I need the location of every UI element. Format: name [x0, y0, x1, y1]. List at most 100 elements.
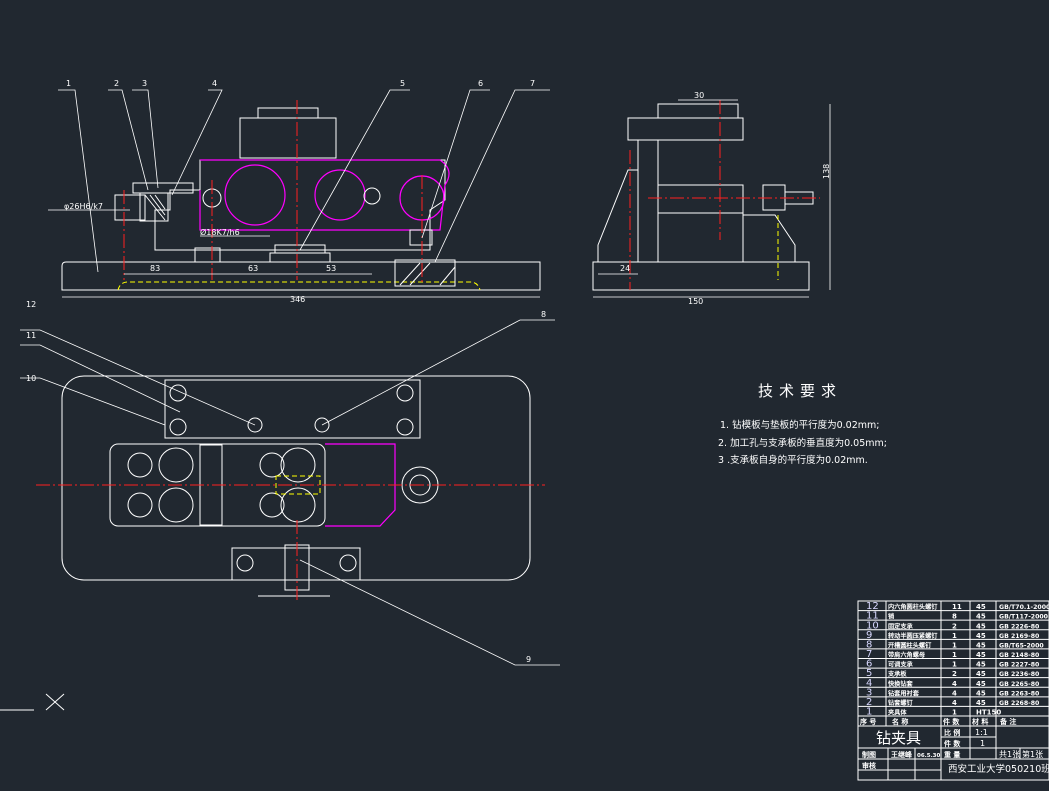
- bom-cell-note: GB 2169-80: [999, 633, 1040, 640]
- bom-cell-no: 7: [866, 649, 872, 660]
- bom-cell-name: 带肩六角螺母: [888, 651, 925, 659]
- bom-cell-material: 45: [976, 670, 986, 678]
- bom-row: 6 可调支承 1 45 GB 2227-80: [866, 659, 1040, 670]
- part-label-2: 2: [114, 79, 119, 88]
- bom-cell-no: 6: [866, 659, 872, 670]
- bom-row: 9 转动半圆压紧螺钉 1 45 GB 2169-80: [866, 630, 1040, 641]
- bom-cell-qty: 1: [952, 709, 957, 717]
- bom-cell-material: 45: [976, 680, 986, 688]
- bom-cell-note: GB 2263-80: [999, 690, 1040, 697]
- front-view: 83 63 53 346 φ26H6/k7 Ø18K7/h6 1 2 3 4 5…: [48, 79, 550, 304]
- dim-53: 53: [326, 264, 336, 273]
- bom-cell-note: GB 2265-80: [999, 681, 1040, 688]
- bom-cell-note: GB/T70.1-2000: [999, 604, 1049, 611]
- bom-cell-qty: 1: [952, 651, 957, 659]
- sheets-total: 共1张: [999, 750, 1020, 759]
- bom-cell-no: 9: [866, 630, 872, 641]
- dim-138: 138: [822, 164, 831, 179]
- tech-req-title: 技术要求: [758, 382, 842, 400]
- tech-req-item-1: 1. 钻模板与垫板的平行度为0.02mm;: [720, 419, 879, 431]
- technical-requirements: 技术要求 1. 钻模板与垫板的平行度为0.02mm; 2. 加工孔与支承板的垂直…: [718, 382, 887, 466]
- bom-cell-note: GB 2268-80: [999, 700, 1040, 707]
- bom-cell-note: GB 2227-80: [999, 662, 1040, 669]
- drawn-by: 王继峰: [891, 750, 913, 759]
- drawn-date: 06.5.30: [917, 753, 940, 759]
- bom-cell-no: 3: [866, 687, 872, 698]
- bom-cell-material: 45: [976, 613, 986, 621]
- dim-63: 63: [248, 264, 258, 273]
- part-label-12: 12: [26, 300, 36, 309]
- bom-cell-name: 支承板: [887, 670, 907, 678]
- bom-cell-no: 4: [866, 678, 872, 689]
- drawn-label: 制图: [862, 750, 876, 759]
- bom-cell-no: 1: [866, 707, 872, 718]
- tech-req-item-2: 2. 加工孔与支承板的垂直度为0.05mm;: [718, 437, 887, 449]
- bom-cell-name: 钻套螺钉: [888, 699, 914, 707]
- bom-row: 3 钻套用衬套 4 45 GB 2263-80: [866, 687, 1040, 698]
- bom-cell-qty: 2: [952, 670, 957, 678]
- part-label-9: 9: [526, 655, 531, 664]
- dim-83: 83: [150, 264, 160, 273]
- part-label-3: 3: [142, 79, 147, 88]
- bom-cell-name: 夹具体: [888, 709, 907, 717]
- bom-cell-name: 可调支承: [888, 661, 914, 669]
- bom-cell-no: 12: [866, 601, 879, 612]
- scale-value: 1:1: [975, 728, 988, 737]
- bom-cell-note: GB/T65-2000: [999, 642, 1044, 649]
- bom-header-qty: 件 数: [943, 717, 960, 726]
- bom-cell-material: 45: [976, 622, 986, 630]
- part-label-6: 6: [478, 79, 483, 88]
- dim-30: 30: [694, 91, 704, 100]
- checked-label: 审核: [862, 761, 876, 770]
- bom-cell-material: 45: [976, 689, 986, 697]
- bom-cell-no: 10: [866, 620, 879, 631]
- bom-cell-material: 45: [976, 641, 986, 649]
- bom-cell-no: 11: [866, 611, 879, 622]
- bom-cell-name: 快换钻套: [888, 680, 914, 688]
- fit-label-18: Ø18K7/h6: [200, 227, 240, 237]
- bom-row: 8 开槽圆柱头螺钉 1 45 GB/T65-2000: [866, 639, 1044, 650]
- bom-cell-material: 45: [976, 661, 986, 669]
- dim-24: 24: [620, 264, 630, 273]
- bom-cell-note: GB 2148-80: [999, 652, 1040, 659]
- part-label-1: 1: [66, 79, 71, 88]
- title-block: 钻夹具 比 例 1:1 件 数 1 重 量 共1张 第1张 制图 王继峰 06.…: [858, 726, 1049, 780]
- part-label-10: 10: [26, 374, 36, 383]
- count-label: 件 数: [944, 739, 961, 748]
- bom-cell-name: 钻套用衬套: [888, 689, 920, 697]
- bom-cell-qty: 4: [952, 689, 957, 697]
- organization: 西安工业大学050210班: [948, 763, 1049, 775]
- fit-label-26: φ26H6/k7: [64, 202, 103, 211]
- bom-header-note: 备 注: [999, 717, 1016, 726]
- part-label-11: 11: [26, 331, 36, 340]
- weight-label: 重 量: [944, 750, 960, 759]
- top-view: 12 11 10 8 9: [20, 300, 560, 666]
- bom-cell-name: 转动半圆压紧螺钉: [888, 632, 938, 640]
- scale-label: 比 例: [944, 728, 960, 737]
- bom-cell-material: 45: [976, 603, 986, 611]
- bom-cell-name: 固定支承: [888, 622, 914, 630]
- bom-cell-no: 2: [866, 697, 872, 708]
- bom-cell-note: GB/T117-2000: [999, 614, 1049, 621]
- bom-cell-qty: 4: [952, 680, 957, 688]
- dim-150: 150: [688, 297, 703, 306]
- bom-cell-qty: 1: [952, 661, 957, 669]
- bom-header-material: 材 料: [971, 717, 988, 726]
- part-label-7: 7: [530, 79, 535, 88]
- bom-cell-name: 开槽圆柱头螺钉: [888, 641, 932, 649]
- bom-cell-qty: 1: [952, 632, 957, 640]
- part-label-5: 5: [400, 79, 405, 88]
- bom-cell-qty: 1: [952, 641, 957, 649]
- dim-346: 346: [290, 295, 305, 304]
- bom-cell-no: 8: [866, 639, 872, 650]
- bom-cell-note: GB 2236-80: [999, 671, 1040, 678]
- bom-cell-material: 45: [976, 632, 986, 640]
- bom-cell-name: 销: [888, 613, 895, 621]
